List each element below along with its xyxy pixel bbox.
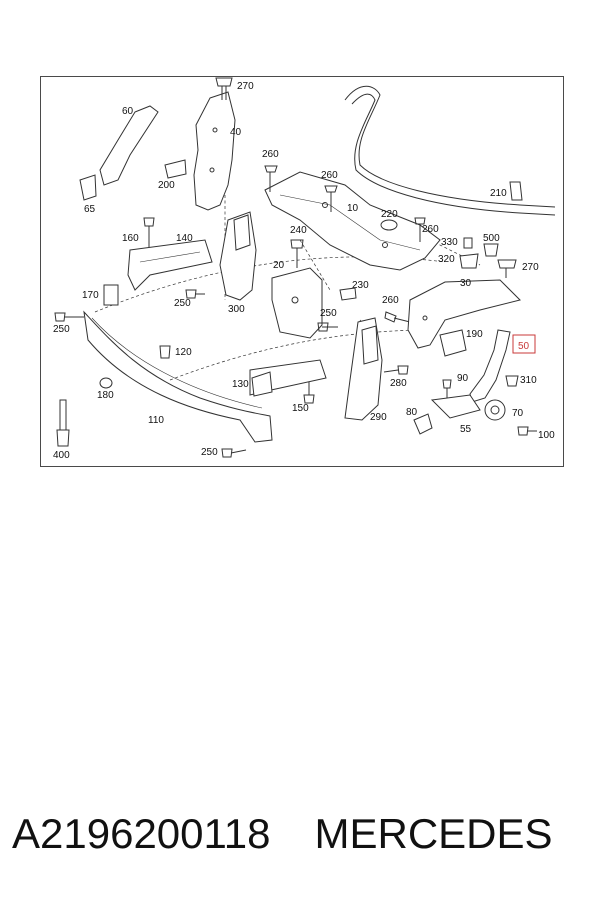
part-number: A2196200118	[12, 810, 271, 857]
label-260: 260	[262, 149, 279, 160]
part-55-bracket	[430, 394, 481, 419]
label-40: 40	[230, 127, 242, 138]
part-200-clip	[164, 159, 187, 179]
label-150: 150	[292, 403, 309, 414]
label-260: 260	[321, 170, 338, 181]
label-230: 230	[352, 280, 369, 291]
label-80: 80	[406, 407, 418, 418]
part-110-cross-beam	[83, 310, 273, 443]
part-90-screw	[442, 379, 452, 400]
part-40-bracket	[193, 91, 236, 211]
label-250: 250	[320, 308, 337, 319]
label-55: 55	[460, 424, 472, 435]
label-270: 270	[237, 81, 254, 92]
label-320: 320	[438, 254, 455, 265]
part-220-grommet	[380, 219, 398, 231]
label-190: 190	[466, 329, 483, 340]
label-220: 220	[381, 209, 398, 220]
label-90: 90	[457, 373, 469, 384]
part-10-carrier	[264, 171, 441, 271]
part-120-nut	[159, 345, 171, 359]
label-280: 280	[390, 378, 407, 389]
part-150-screw	[303, 382, 315, 404]
part-260-screws	[264, 165, 426, 323]
label-60: 60	[122, 106, 134, 117]
part-140-bracket	[127, 239, 213, 291]
label-130: 130	[232, 379, 249, 390]
label-270: 270	[522, 262, 539, 273]
part-310-nut	[505, 375, 519, 387]
part-290-bracket	[344, 317, 383, 421]
brand-name: MERCEDES	[314, 810, 553, 857]
label-50-highlighted: 50	[518, 341, 530, 352]
label-240: 240	[290, 225, 307, 236]
label-120: 120	[175, 347, 192, 358]
label-170: 170	[82, 290, 99, 301]
label-110: 110	[148, 415, 164, 426]
label-160: 160	[122, 233, 139, 244]
part-500-clip	[483, 243, 499, 257]
label-200: 200	[158, 180, 175, 191]
part-130-bracket	[249, 359, 327, 397]
label-10: 10	[347, 203, 359, 214]
part-65-clip	[79, 174, 97, 201]
label-100: 100	[538, 430, 555, 441]
part-20-bracket	[271, 267, 323, 339]
part-60-bracket	[99, 105, 159, 186]
label-330: 330	[441, 237, 458, 248]
part-100-bolt	[517, 426, 537, 436]
part-330-clip	[463, 237, 473, 249]
label-400: 400	[53, 450, 70, 461]
label-20: 20	[273, 260, 285, 271]
part-230-clip	[339, 287, 357, 301]
part-240-screw	[290, 239, 304, 268]
label-300: 300	[228, 304, 245, 315]
part-170-bushing	[103, 284, 119, 306]
label-250: 250	[201, 447, 218, 458]
label-30: 30	[460, 278, 472, 289]
label-250: 250	[53, 324, 70, 335]
label-210: 210	[490, 188, 507, 199]
label-260: 260	[422, 224, 439, 235]
part-400-bolt	[56, 399, 70, 447]
label-70: 70	[512, 408, 524, 419]
label-65: 65	[84, 204, 96, 215]
part-labels: 270 40 60 200 65 260 260 10 210 220 260 …	[53, 81, 555, 461]
label-180: 180	[97, 390, 114, 401]
label-290: 290	[370, 412, 387, 423]
part-320-bracket	[459, 253, 479, 269]
label-260: 260	[382, 295, 399, 306]
part-30-bracket	[407, 279, 521, 349]
part-270-screw-top	[215, 77, 233, 100]
part-180-grommet	[99, 377, 113, 389]
part-70-bushing	[484, 399, 506, 421]
part-190-bracket	[439, 329, 467, 357]
part-210-bumper-beam	[344, 85, 556, 216]
part-50-arm	[469, 329, 536, 403]
label-250: 250	[174, 298, 191, 309]
part-280-screw	[383, 365, 409, 375]
part-caption: A2196200118 MERCEDES	[12, 806, 592, 862]
part-80-bushing	[413, 413, 433, 435]
part-270-nut	[497, 259, 517, 278]
part-250-bolts	[54, 289, 338, 458]
part-300-bracket	[219, 211, 257, 301]
label-140: 140	[176, 233, 193, 244]
label-310: 310	[520, 375, 537, 386]
label-500: 500	[483, 233, 500, 244]
